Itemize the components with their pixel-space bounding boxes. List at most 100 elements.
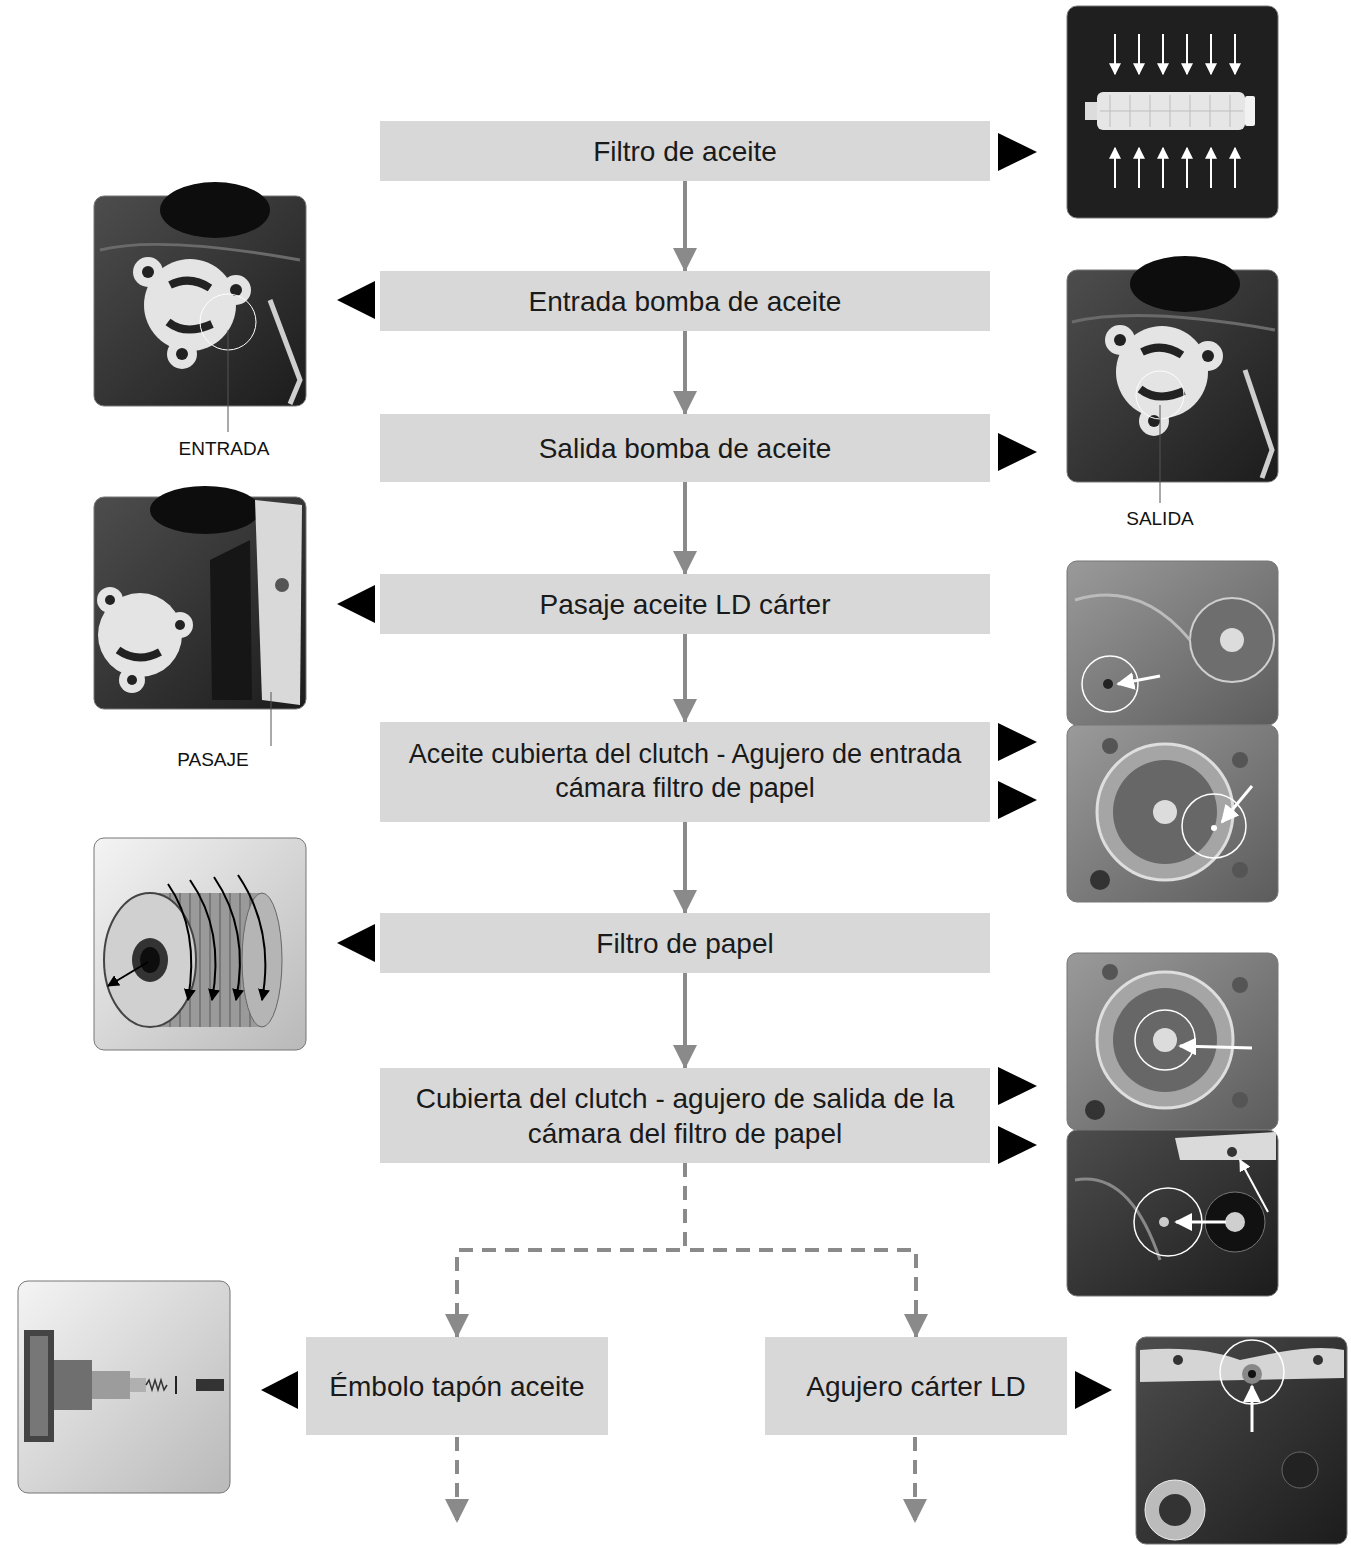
pump-inlet-photo-part (168, 322, 212, 330)
clutch-cover-outlet-photo-part (1153, 1028, 1177, 1052)
pump-outlet-photo-part (1245, 370, 1272, 478)
continuation-arrows (457, 1437, 915, 1522)
pump-outlet-photo-part (1130, 256, 1240, 312)
box-text: Cubierta del clutch - agujero de salida … (392, 1081, 978, 1151)
pointer-triangles-part (998, 723, 1037, 761)
clutch-cover-photo-part (1082, 656, 1138, 712)
crankcase-hole-photo-part (1282, 1452, 1318, 1488)
strainer-photo-part-part (1234, 34, 1236, 74)
paper-filter-photo (94, 838, 306, 1050)
process-box: Aceite cubierta del clutch - Agujero de … (380, 722, 990, 822)
passage-photo-part (127, 675, 137, 685)
leader-line (1160, 405, 1161, 503)
pump-inlet-photo-part (176, 348, 188, 360)
pump-inlet-photo (94, 182, 306, 406)
paper-filter-photo-part-part (214, 877, 240, 1000)
strainer-photo-part (1245, 96, 1255, 126)
process-box: Cubierta del clutch - agujero de salida … (380, 1068, 990, 1163)
clutch-cover-outlet-photo-part (1232, 977, 1248, 993)
clutch-cover-outlet-photo-part (1175, 1132, 1276, 1160)
paper-filter-photo-part (132, 938, 168, 982)
clutch-cover-photo-part (1190, 598, 1274, 682)
crankcase-hole-photo-part (1242, 1364, 1262, 1384)
passage-photo-part (105, 595, 115, 605)
clutch-cover-outlet-photo-part (1102, 964, 1118, 980)
pointer-triangles-part (337, 585, 375, 623)
leader-line (271, 692, 272, 746)
strainer-photo-part-part (1234, 148, 1236, 188)
clutch-cover-photo-part (1102, 738, 1118, 754)
passage-photo-part (150, 486, 260, 534)
clutch-cover-outlet-photo-part (1227, 1147, 1237, 1157)
pump-outlet-photo-part (1193, 341, 1223, 371)
crankcase-hole-photo-part (1136, 1337, 1347, 1544)
process-box: Agujero cárter LD (765, 1337, 1067, 1435)
strainer-photo-part-part (1100, 111, 1243, 112)
clutch-cover-photo-part (1067, 561, 1278, 725)
process-box: Émbolo tapón aceite (306, 1337, 608, 1435)
clutch-cover-photo-part (1220, 628, 1244, 652)
paper-filter-photo-part-part (209, 893, 211, 1027)
pointer-triangles-part (261, 1371, 298, 1409)
clutch-cover-outlet-photo (1067, 953, 1278, 1296)
process-box: Entrada bomba de aceite (380, 271, 990, 331)
crankcase-hole-photo-part (1251, 1386, 1254, 1432)
clutch-cover-outlet-photo-part (1176, 1221, 1226, 1224)
pump-outlet-photo-part (1114, 334, 1126, 346)
clutch-cover-outlet-photo-part (1180, 1046, 1252, 1048)
strainer-photo-part (1085, 102, 1099, 120)
clutch-cover-outlet-photo-part (1067, 1130, 1278, 1296)
flow-arrow (683, 634, 687, 722)
clutch-cover-outlet-photo-part (1232, 1092, 1248, 1108)
strainer-photo-part-part (1162, 148, 1164, 188)
process-box: Filtro de papel (380, 913, 990, 973)
clutch-cover-photo-part (1232, 752, 1248, 768)
pump-inlet-photo-part (100, 244, 300, 260)
plunger-photo-part (130, 1378, 146, 1392)
passage-photo-part (275, 578, 289, 592)
flow-arrow (685, 1163, 916, 1337)
pump-inlet-photo-part (170, 281, 210, 288)
flow-arrow (683, 331, 687, 414)
clutch-cover-outlet-photo-part (1240, 1160, 1268, 1212)
clutch-cover-photo-part (1222, 786, 1252, 822)
strainer-photo-part-part (1186, 148, 1188, 188)
flow-arrow (683, 973, 687, 1068)
paper-filter-photo-part (168, 875, 265, 1000)
pump-outlet-photo-part (1139, 406, 1169, 436)
pump-inlet-photo-part (133, 257, 163, 287)
clutch-cover-photo-part (1097, 744, 1233, 880)
passage-photo-part (119, 667, 145, 693)
passage-photo (94, 486, 306, 709)
crankcase-hole-photo-part (1159, 1494, 1191, 1526)
passage-photo-part (210, 540, 252, 700)
plunger-photo-part (175, 1376, 177, 1394)
pointer-triangles-part (998, 433, 1037, 471)
clutch-cover-photo-part (1103, 679, 1113, 689)
clutch-cover-photo (1067, 561, 1278, 902)
strainer-photo-part-part (1210, 34, 1212, 74)
paper-filter-photo-part-part (229, 893, 231, 1027)
flow-arrow (683, 181, 687, 271)
plunger-photo-part (18, 1281, 230, 1493)
strainer-photo-part-part (1114, 148, 1116, 188)
plunger-photo-part (146, 1380, 167, 1390)
pump-inlet-photo-part (160, 182, 270, 238)
flow-arrow (683, 822, 687, 913)
clutch-cover-outlet-photo-part (1085, 1100, 1105, 1120)
paper-filter-photo-part-part (238, 875, 265, 1000)
paper-filter-photo-part-part (190, 880, 216, 1000)
box-text: Émbolo tapón aceite (329, 1369, 584, 1404)
photo-label: SALIDA (1123, 508, 1197, 530)
paper-filter-photo-part (108, 962, 148, 986)
photo-label: PASAJE (174, 749, 251, 771)
paper-filter-photo-part (140, 947, 160, 973)
passage-photo-part (167, 612, 193, 638)
clutch-cover-outlet-photo-part (1067, 953, 1278, 1130)
crankcase-hole-photo-part (1145, 1480, 1205, 1540)
clutch-cover-photo-part (1067, 725, 1278, 902)
clutch-cover-photo-part (1118, 676, 1160, 684)
strainer-photo-part-part (1114, 34, 1116, 74)
